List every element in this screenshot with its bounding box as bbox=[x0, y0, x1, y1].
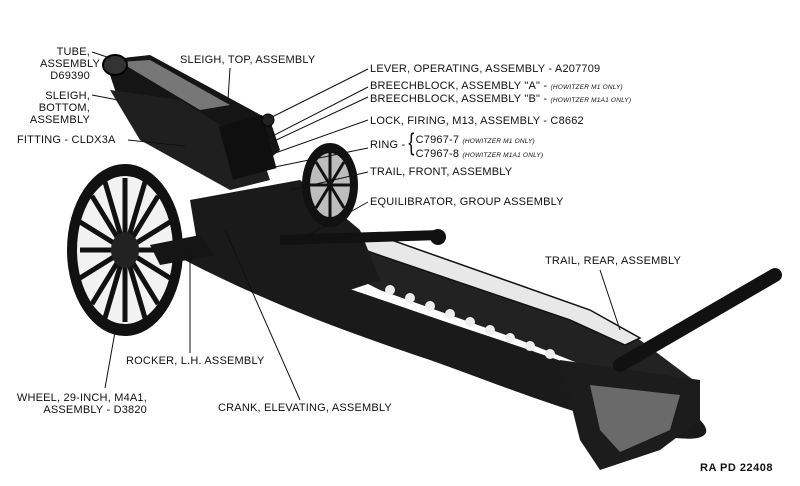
label-tube-line3: D69390 bbox=[50, 70, 90, 82]
tube-muzzle bbox=[102, 54, 128, 76]
equilibrator-end bbox=[430, 229, 446, 245]
label-sleigh-top: SLEIGH, TOP, ASSEMBLY bbox=[180, 54, 316, 66]
label-tube-line1: TUBE, bbox=[56, 46, 90, 58]
label-rocker: ROCKER, L.H. ASSEMBLY bbox=[126, 355, 265, 367]
label-breechblock-a: BREECHBLOCK, ASSEMBLY "A" - (HOWITZER M1… bbox=[370, 80, 623, 94]
trail-rivets bbox=[385, 285, 555, 359]
label-ring-2: C7967-8 bbox=[415, 148, 460, 160]
label-lock: LOCK, FIRING, M13, ASSEMBLY - C8662 bbox=[370, 115, 584, 127]
label-ring: RING -{ C7967-7 (HOWITZER M1 ONLY) C7967… bbox=[370, 128, 544, 162]
label-lever: LEVER, OPERATING, ASSEMBLY - A207709 bbox=[370, 63, 601, 75]
wheel bbox=[67, 164, 183, 336]
axle bbox=[150, 235, 215, 265]
operating-lever bbox=[261, 113, 275, 127]
label-fitting: FITTING - CLDX3A bbox=[17, 134, 116, 146]
label-trail-rear: TRAIL, REAR, ASSEMBLY bbox=[545, 255, 682, 267]
equilibrator-rod bbox=[279, 230, 441, 245]
label-breechblock-a-note: (HOWITZER M1 ONLY) bbox=[550, 84, 623, 91]
label-ring-2-note: (HOWITZER M1A1 ONLY) bbox=[462, 152, 544, 159]
label-wheel-line2: ASSEMBLY - D3820 bbox=[43, 404, 147, 416]
label-tube-line2: ASSEMBLY bbox=[40, 58, 101, 70]
plate-number: RA PD 22408 bbox=[700, 462, 773, 474]
trail-rear-top bbox=[347, 235, 642, 346]
trail-rear-body bbox=[300, 235, 700, 405]
handspike bbox=[613, 268, 782, 372]
label-wheel-line1: WHEEL, 29-INCH, M4A1, bbox=[16, 392, 147, 404]
trail-spade-highlight bbox=[590, 385, 680, 452]
tube-highlight bbox=[120, 60, 230, 110]
label-wheel: WHEEL, 29-INCH, M4A1, ASSEMBLY - D3820 bbox=[12, 392, 147, 416]
label-trail-front: TRAIL, FRONT, ASSEMBLY bbox=[370, 166, 513, 178]
label-sleigh-bottom: SLEIGH, BOTTOM, ASSEMBLY bbox=[22, 90, 90, 126]
label-sleigh-bottom-line3: ASSEMBLY bbox=[29, 114, 90, 126]
label-ring-1: C7967-7 bbox=[415, 134, 460, 146]
label-crank: CRANK, ELEVATING, ASSEMBLY bbox=[218, 402, 392, 414]
breech-block bbox=[218, 114, 277, 180]
label-breechblock-b: BREECHBLOCK, ASSEMBLY "B" - (HOWITZER M1… bbox=[370, 93, 631, 107]
label-breechblock-a-text: BREECHBLOCK, ASSEMBLY "A" - bbox=[370, 80, 548, 92]
label-sleigh-bottom-line1: SLEIGH, bbox=[45, 90, 90, 102]
label-ring-text: RING - bbox=[370, 139, 406, 151]
label-ring-1-note: (HOWITZER M1 ONLY) bbox=[462, 138, 535, 145]
label-breechblock-b-note: (HOWITZER M1A1 ONLY) bbox=[550, 97, 632, 104]
label-tube: TUBE, ASSEMBLY D69390 bbox=[40, 46, 101, 82]
label-breechblock-b-text: BREECHBLOCK, ASSEMBLY "B" - bbox=[370, 93, 548, 105]
label-equilibrator: EQUILIBRATOR, GROUP ASSEMBLY bbox=[370, 196, 564, 208]
leader-lines bbox=[91, 51, 621, 401]
far-wheel bbox=[302, 143, 358, 227]
ring-brace: { bbox=[408, 128, 415, 156]
label-sleigh-bottom-line2: BOTTOM, bbox=[38, 102, 90, 114]
